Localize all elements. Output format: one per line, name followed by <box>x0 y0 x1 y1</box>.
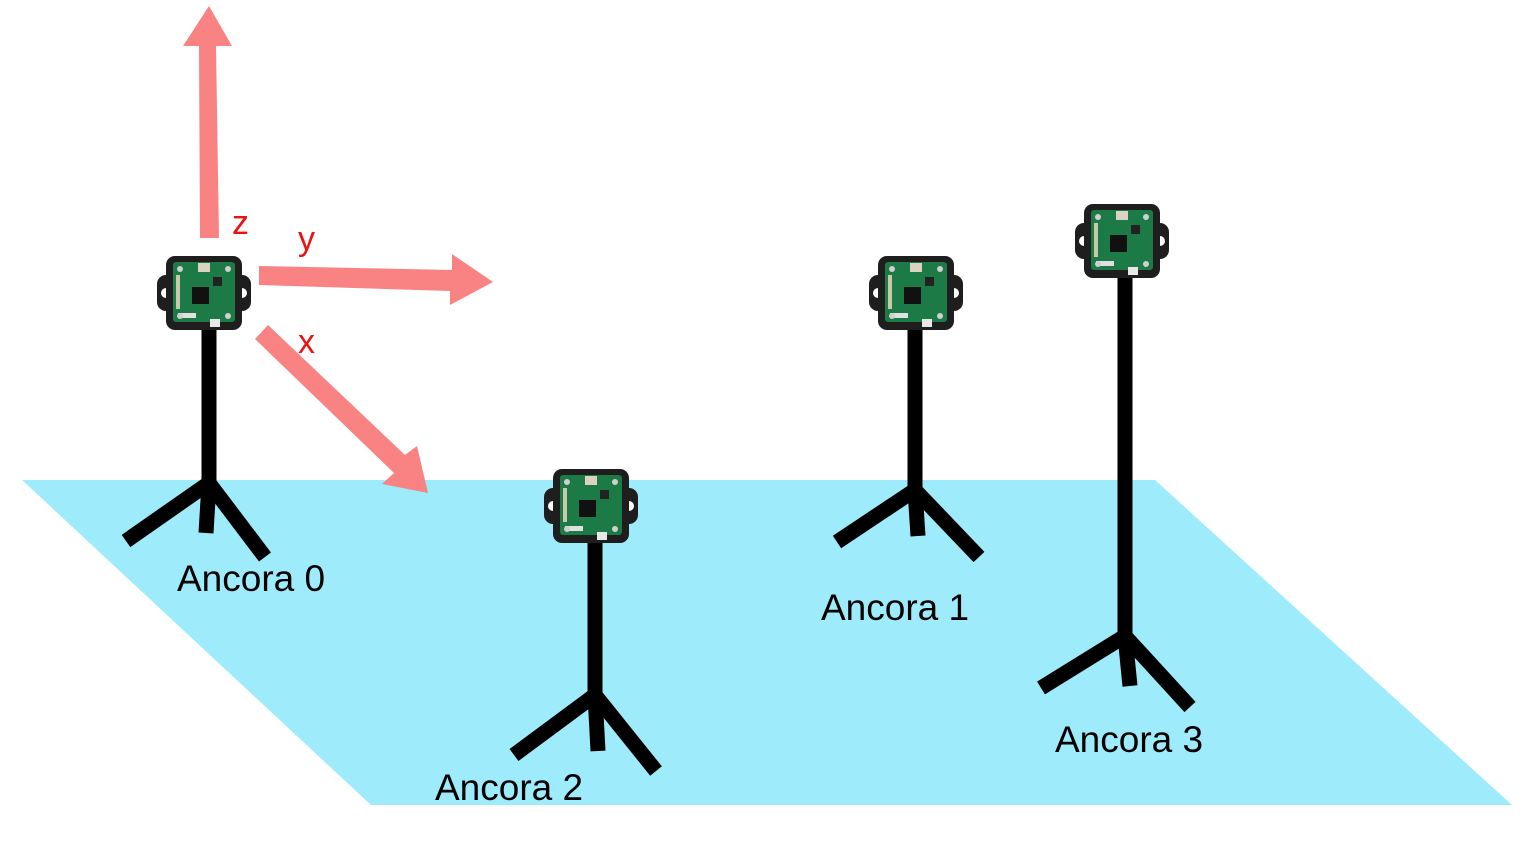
x-axis-arrow-icon <box>255 325 428 493</box>
x-axis-label: x <box>298 323 315 361</box>
anchor-2-device-icon <box>544 469 638 543</box>
anchor-0: Ancora 0 <box>121 256 325 599</box>
y-axis-label: y <box>298 220 315 258</box>
anchor-2-stand <box>509 540 662 776</box>
anchor-2: Ancora 2 <box>435 469 662 808</box>
anchor-3-device-icon <box>1075 204 1169 278</box>
anchor-0-label: Ancora 0 <box>177 558 325 599</box>
z-axis-label: z <box>232 204 249 242</box>
anchor-3-label: Ancora 3 <box>1055 719 1203 760</box>
anchor-0-device-icon <box>157 256 251 330</box>
anchor-3-stand <box>1037 276 1196 713</box>
anchor-1-device-icon <box>869 256 963 330</box>
anchor-1-label: Ancora 1 <box>821 587 969 628</box>
anchor-0-stand <box>121 330 271 562</box>
anchor-1-stand <box>832 325 985 563</box>
floor-plane <box>22 480 1512 805</box>
y-axis-arrow-icon <box>259 254 493 305</box>
z-axis-arrow-icon <box>183 6 232 238</box>
anchor-1: Ancora 1 <box>821 256 985 628</box>
anchor-2-label: Ancora 2 <box>435 767 583 808</box>
axes-group: z y x <box>183 6 493 493</box>
anchor-3: Ancora 3 <box>1037 204 1203 760</box>
